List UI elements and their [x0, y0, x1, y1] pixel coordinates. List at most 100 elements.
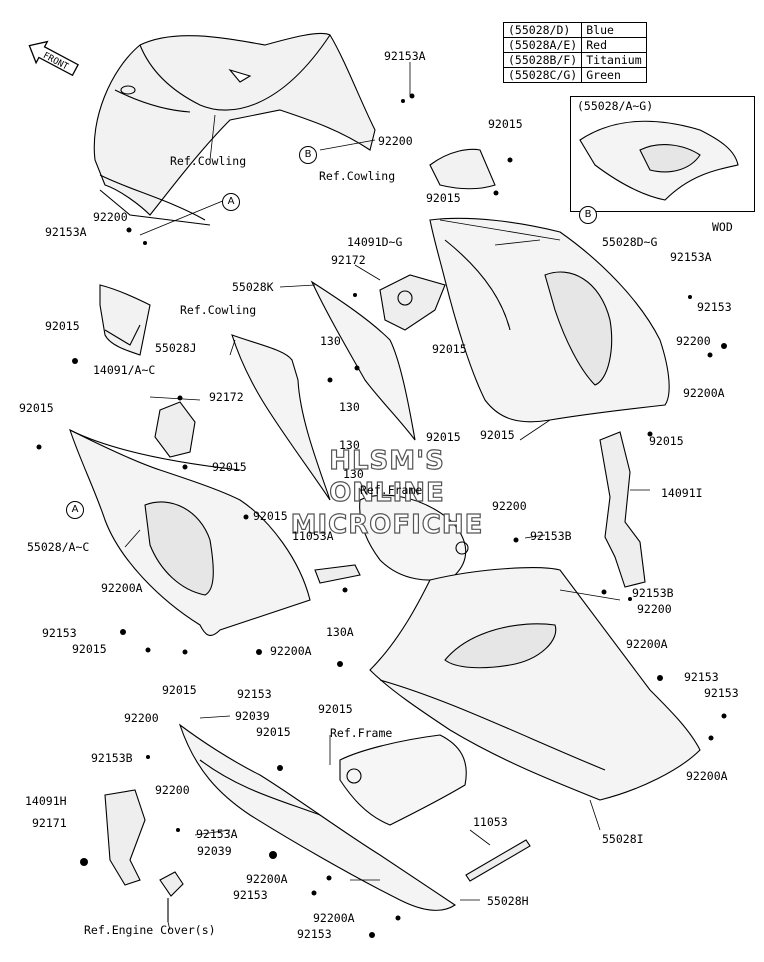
part-label: 92200A	[626, 637, 668, 651]
part-label: 92171	[32, 816, 67, 830]
legend-row: (55028B/F) Titanium	[502, 52, 647, 68]
part-label: 92153B	[530, 529, 572, 543]
part-label: 92153	[233, 888, 268, 902]
left-side-fairing	[69, 428, 311, 636]
inset-note: WOD	[712, 220, 733, 234]
part-label: 92153B	[632, 586, 674, 600]
part-label: 92015	[480, 428, 515, 442]
part-label: 92015	[212, 460, 247, 474]
part-label: 92200	[124, 711, 159, 725]
inset-fairing	[579, 120, 739, 201]
part-label: 92153	[297, 927, 332, 941]
ref-label: Ref.Engine Cover(s)	[84, 923, 216, 937]
part-label: 92015	[72, 642, 107, 656]
color-legend: (55028/D) Blue (55028A/E) Red (55028B/F)…	[502, 22, 647, 83]
part-label: 92153	[42, 626, 77, 640]
part-label: 92200	[155, 783, 190, 797]
part-label: 92015	[253, 509, 288, 523]
part-label: 92200	[93, 210, 128, 224]
leader-lines	[124, 62, 650, 931]
ref-label: Ref.Cowling	[319, 169, 396, 183]
callout-b: B	[579, 206, 597, 224]
ref-label: Ref.Cowling	[180, 303, 257, 317]
part-label: 92039	[235, 709, 270, 723]
part-label: 55028J	[155, 341, 197, 355]
part-label: 92153A	[670, 250, 712, 264]
front-arrow: FRONT	[28, 40, 79, 77]
part-label: 92153	[237, 687, 272, 701]
legend-color: Titanium	[581, 52, 647, 68]
part-label: 92153	[697, 300, 732, 314]
part-label: 92153	[684, 670, 719, 684]
bracket-14091d-g	[379, 274, 446, 331]
part-label: 14091I	[661, 486, 703, 500]
part-label: 55028H	[487, 894, 529, 908]
inner-panel-55028k	[310, 280, 416, 441]
part-label: 92153A	[45, 225, 87, 239]
bracket-14091h	[104, 789, 146, 886]
part-label: 55028/A~C	[27, 540, 90, 554]
lower-panel-55028h	[178, 723, 456, 911]
bracket-14091i	[599, 431, 646, 588]
ref-label: Ref.Cowling	[170, 154, 247, 168]
legend-row: (55028A/E) Red	[502, 37, 647, 53]
inner-panel-55028j	[231, 334, 331, 501]
part-label: 92200A	[270, 644, 312, 658]
part-label: 92015	[162, 683, 197, 697]
bracket-11053a	[314, 564, 361, 584]
part-label: 11053	[473, 815, 508, 829]
part-label: 92153B	[91, 751, 133, 765]
legend-color: Blue	[581, 22, 647, 38]
legend-row: (55028C/G) Green	[502, 67, 647, 83]
fasteners	[36, 93, 727, 938]
inset-title: (55028/A~G)	[577, 99, 654, 113]
upper-cowling-shape	[93, 32, 376, 226]
ref-label: Ref.Frame	[360, 483, 423, 497]
part-label: 92015	[45, 319, 80, 333]
part-label: 55028D~G	[602, 235, 658, 249]
part-label: 92200A	[686, 769, 728, 783]
part-label: 130	[343, 467, 364, 481]
part-label: 130	[320, 334, 341, 348]
legend-code: (55028A/E)	[502, 37, 583, 53]
callout-a: A	[222, 193, 240, 211]
part-label: 92172	[209, 390, 244, 404]
part-label: 92153A	[384, 49, 426, 63]
part-label: 130	[339, 438, 360, 452]
part-label: 130A	[326, 625, 354, 639]
upper-right-cowling-piece	[429, 148, 496, 190]
part-label: 92015	[488, 117, 523, 131]
lower-fairing-55028i	[369, 567, 701, 801]
part-label: 92200A	[101, 581, 143, 595]
part-label: 92015	[19, 401, 54, 415]
part-label: 92015	[426, 430, 461, 444]
bracket-14091-a-c	[154, 401, 196, 458]
side-bracket-cowling	[99, 284, 151, 356]
callout-a: A	[66, 501, 84, 519]
inset-box: (55028/A~G)	[570, 96, 755, 212]
watermark-line: HLSM'S	[329, 445, 445, 476]
part-label: 14091/A~C	[93, 363, 156, 377]
part-label: 55028K	[232, 280, 274, 294]
watermark-line: ONLINE	[329, 477, 445, 508]
right-side-fairing	[429, 217, 670, 423]
callout-b: B	[299, 146, 317, 164]
part-label: 92153A	[196, 827, 238, 841]
part-label: 92200A	[246, 872, 288, 886]
part-label: 92200	[676, 334, 711, 348]
legend-code: (55028B/F)	[502, 52, 583, 68]
part-label: 92015	[256, 725, 291, 739]
part-label: 92200A	[313, 911, 355, 925]
part-label: 92200A	[683, 386, 725, 400]
strip-11053	[465, 839, 531, 882]
part-label: 92015	[426, 191, 461, 205]
legend-row: (55028/D) Blue	[502, 22, 647, 38]
part-label: 14091D~G	[347, 235, 403, 249]
legend-code: (55028C/G)	[502, 67, 583, 83]
legend-color: Green	[581, 67, 647, 83]
part-label: 92015	[649, 434, 684, 448]
part-label: 92172	[331, 253, 366, 267]
part-label: 92200	[378, 134, 413, 148]
part-label: 14091H	[25, 794, 67, 808]
